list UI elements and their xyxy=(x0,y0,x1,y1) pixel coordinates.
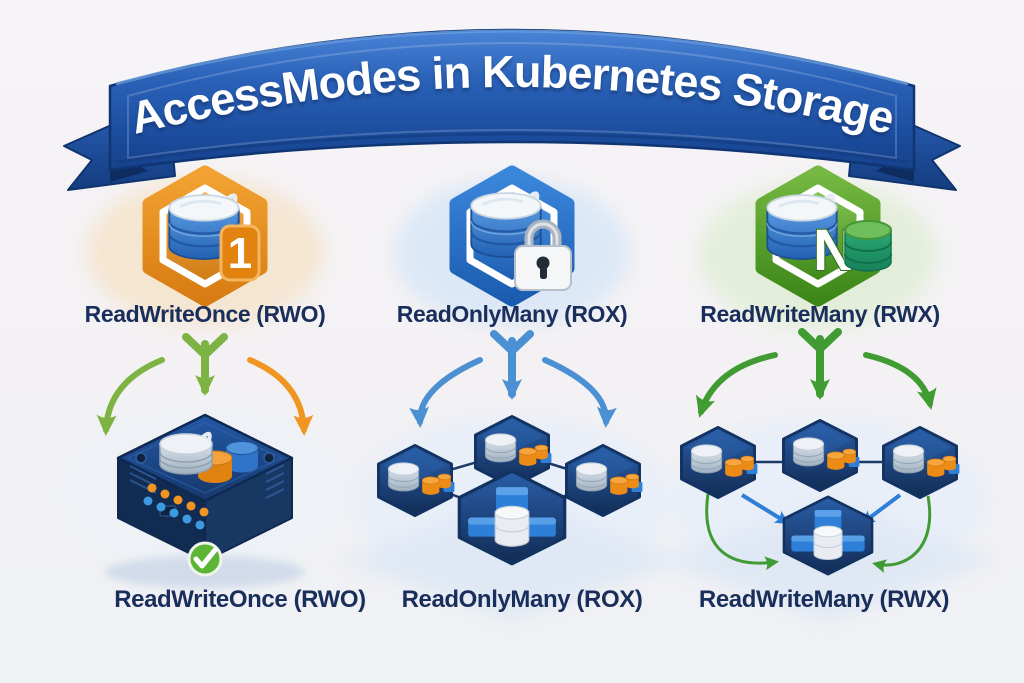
storage-cylinders-icon xyxy=(159,431,259,483)
rox-arrows xyxy=(409,330,617,428)
rwx-bottom-label: ReadWriteMany (RWX) xyxy=(698,586,950,613)
rox-hexagon-database-lock-icon xyxy=(449,165,575,307)
replication-curve-right xyxy=(872,495,932,574)
rwo-hexagon-database-1-badge-icon: 1 xyxy=(142,165,268,307)
arrow-curved-left-icon xyxy=(409,357,483,428)
title-ribbon-banner: AccessModes in Kubernetes Storage xyxy=(63,28,961,191)
one-badge: 1 xyxy=(219,224,261,282)
three-node-cluster-illustration xyxy=(680,418,961,576)
svg-text:1: 1 xyxy=(228,229,252,278)
four-node-cluster-illustration xyxy=(377,414,644,566)
rwx-hexagon-database-n-icon: N xyxy=(755,165,892,307)
rwo-top-label: ReadWriteOnce (RWO) xyxy=(84,301,326,327)
arrow-curved-left-icon xyxy=(96,357,165,436)
checkmark-icon xyxy=(187,541,223,577)
rwx-arrows xyxy=(696,328,937,418)
rwx-top-label: ReadWriteMany (RWX) xyxy=(700,301,940,327)
rwo-bottom-label: ReadWriteOnce (RWO) xyxy=(114,586,366,613)
rwo-arrows xyxy=(96,333,314,436)
arrow-curved-right-icon xyxy=(542,357,617,428)
rox-bottom-label: ReadOnlyMany (ROX) xyxy=(401,586,643,613)
arrow-curved-left-icon xyxy=(696,352,778,418)
replication-curve-left xyxy=(705,493,779,571)
arrow-curved-right-icon xyxy=(247,357,314,436)
green-database-icon xyxy=(844,220,892,272)
write-arrow-left xyxy=(740,493,790,525)
rox-top-label: ReadOnlyMany (ROX) xyxy=(396,301,628,327)
arrow-down-center-icon xyxy=(490,330,534,394)
led-lights xyxy=(143,483,209,530)
lock-icon xyxy=(514,219,572,291)
arrow-down-center-icon xyxy=(798,328,842,394)
arrow-down-center-icon xyxy=(182,333,228,390)
arrow-curved-right-icon xyxy=(863,352,937,410)
